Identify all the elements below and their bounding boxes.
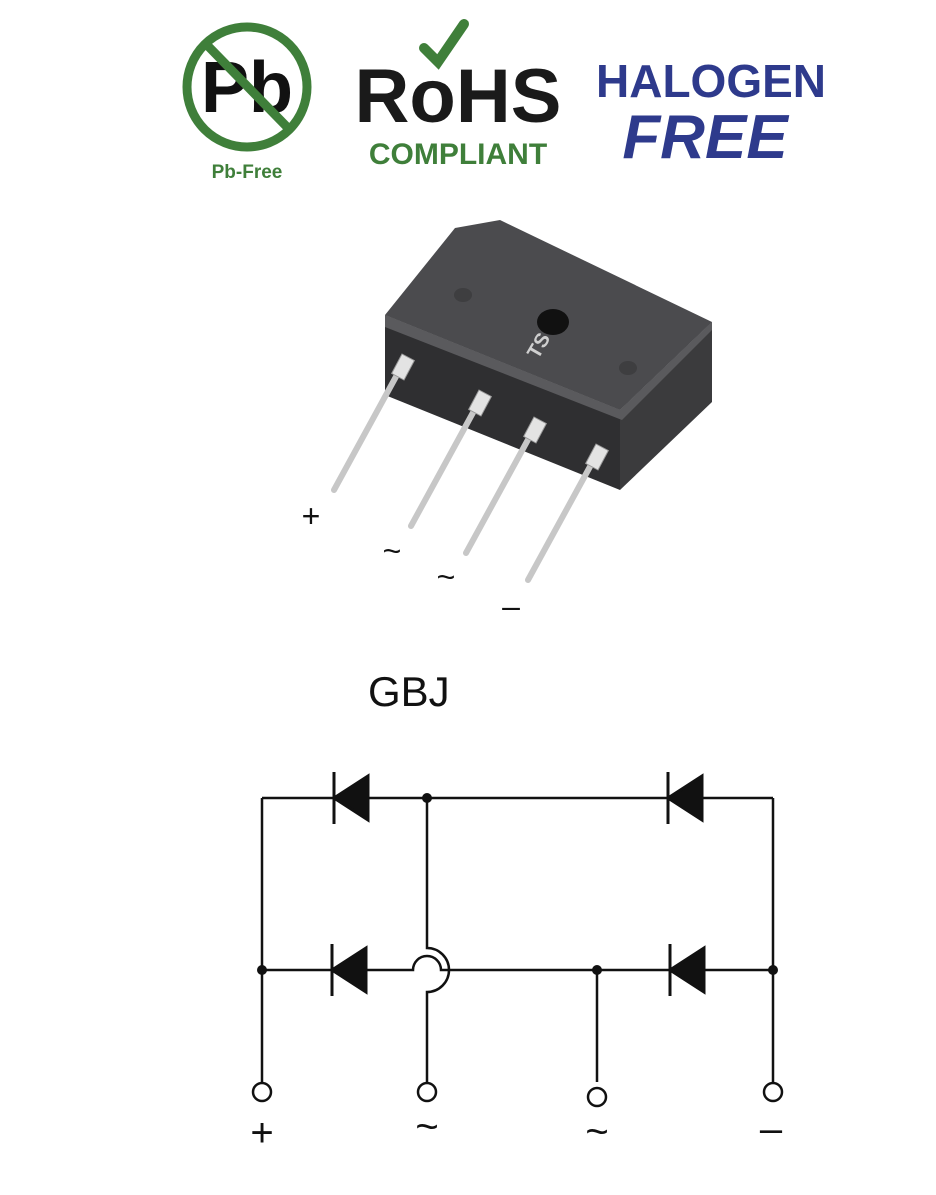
pin-label-ac2: ~	[437, 559, 456, 595]
lead-2	[408, 395, 484, 529]
pin-label-ac1: ~	[383, 533, 402, 569]
lead-1	[331, 359, 407, 493]
diode-top-left-icon	[331, 772, 370, 824]
junction-dot	[592, 965, 602, 975]
prohibited-slash-icon	[203, 41, 293, 133]
halogen-line1: HALOGEN	[596, 55, 826, 107]
lead-4	[525, 449, 601, 583]
package-leads	[331, 359, 601, 583]
package-front-face	[385, 315, 620, 490]
package-side-face	[620, 322, 712, 490]
rohs-badge: RoHS COMPLIANT	[355, 19, 562, 171]
bridge-schematic	[260, 796, 775, 1082]
bottom-rail	[262, 954, 773, 972]
gbj-package-image: TS + ~ ~ –	[302, 220, 712, 624]
diode-top-right-icon	[665, 772, 704, 824]
rohs-title: RoHS	[355, 54, 562, 139]
terminal-label-ac2: ~	[585, 1110, 608, 1154]
terminal-ac2-icon	[586, 1086, 608, 1108]
diodes	[329, 772, 706, 996]
lead-shoulder	[522, 416, 548, 444]
pb-free-ring-icon	[182, 22, 312, 152]
junction-dot	[257, 965, 267, 975]
terminal-minus-icon	[762, 1081, 784, 1103]
pin-label-minus: –	[502, 588, 520, 624]
halogen-free-badge: HALOGEN FREE	[596, 55, 826, 172]
ac1-wire	[425, 798, 451, 1082]
junction-dot	[768, 965, 778, 975]
lead-shoulder	[584, 443, 610, 471]
terminals	[251, 1081, 784, 1108]
terminal-labels: + ~ ~ –	[250, 1105, 783, 1155]
lead-shoulder	[390, 353, 416, 381]
terminal-label-ac1: ~	[415, 1105, 438, 1149]
pb-free-caption: Pb-Free	[212, 162, 283, 183]
junction-dots	[257, 793, 778, 975]
check-mark-icon	[419, 19, 469, 70]
halogen-line2: FREE	[622, 103, 789, 172]
pb-free-badge: Pb Pb-Free	[182, 22, 312, 183]
junction-dot	[422, 793, 432, 803]
dimple-icon	[454, 288, 472, 302]
rohs-caption: COMPLIANT	[369, 138, 547, 171]
pin-label-plus: +	[302, 498, 321, 534]
lead-3	[463, 422, 539, 556]
diode-bottom-right-icon	[667, 944, 706, 996]
mounting-hole-icon	[537, 309, 569, 335]
terminal-label-minus: –	[760, 1107, 783, 1151]
terminal-ac1-icon	[416, 1081, 438, 1103]
dimple-icon	[619, 361, 637, 375]
terminal-label-plus: +	[250, 1111, 273, 1155]
terminal-plus-icon	[251, 1081, 273, 1103]
diode-bottom-left-icon	[329, 944, 368, 996]
package-name-label: GBJ	[368, 668, 450, 715]
lead-shoulder	[467, 389, 493, 417]
